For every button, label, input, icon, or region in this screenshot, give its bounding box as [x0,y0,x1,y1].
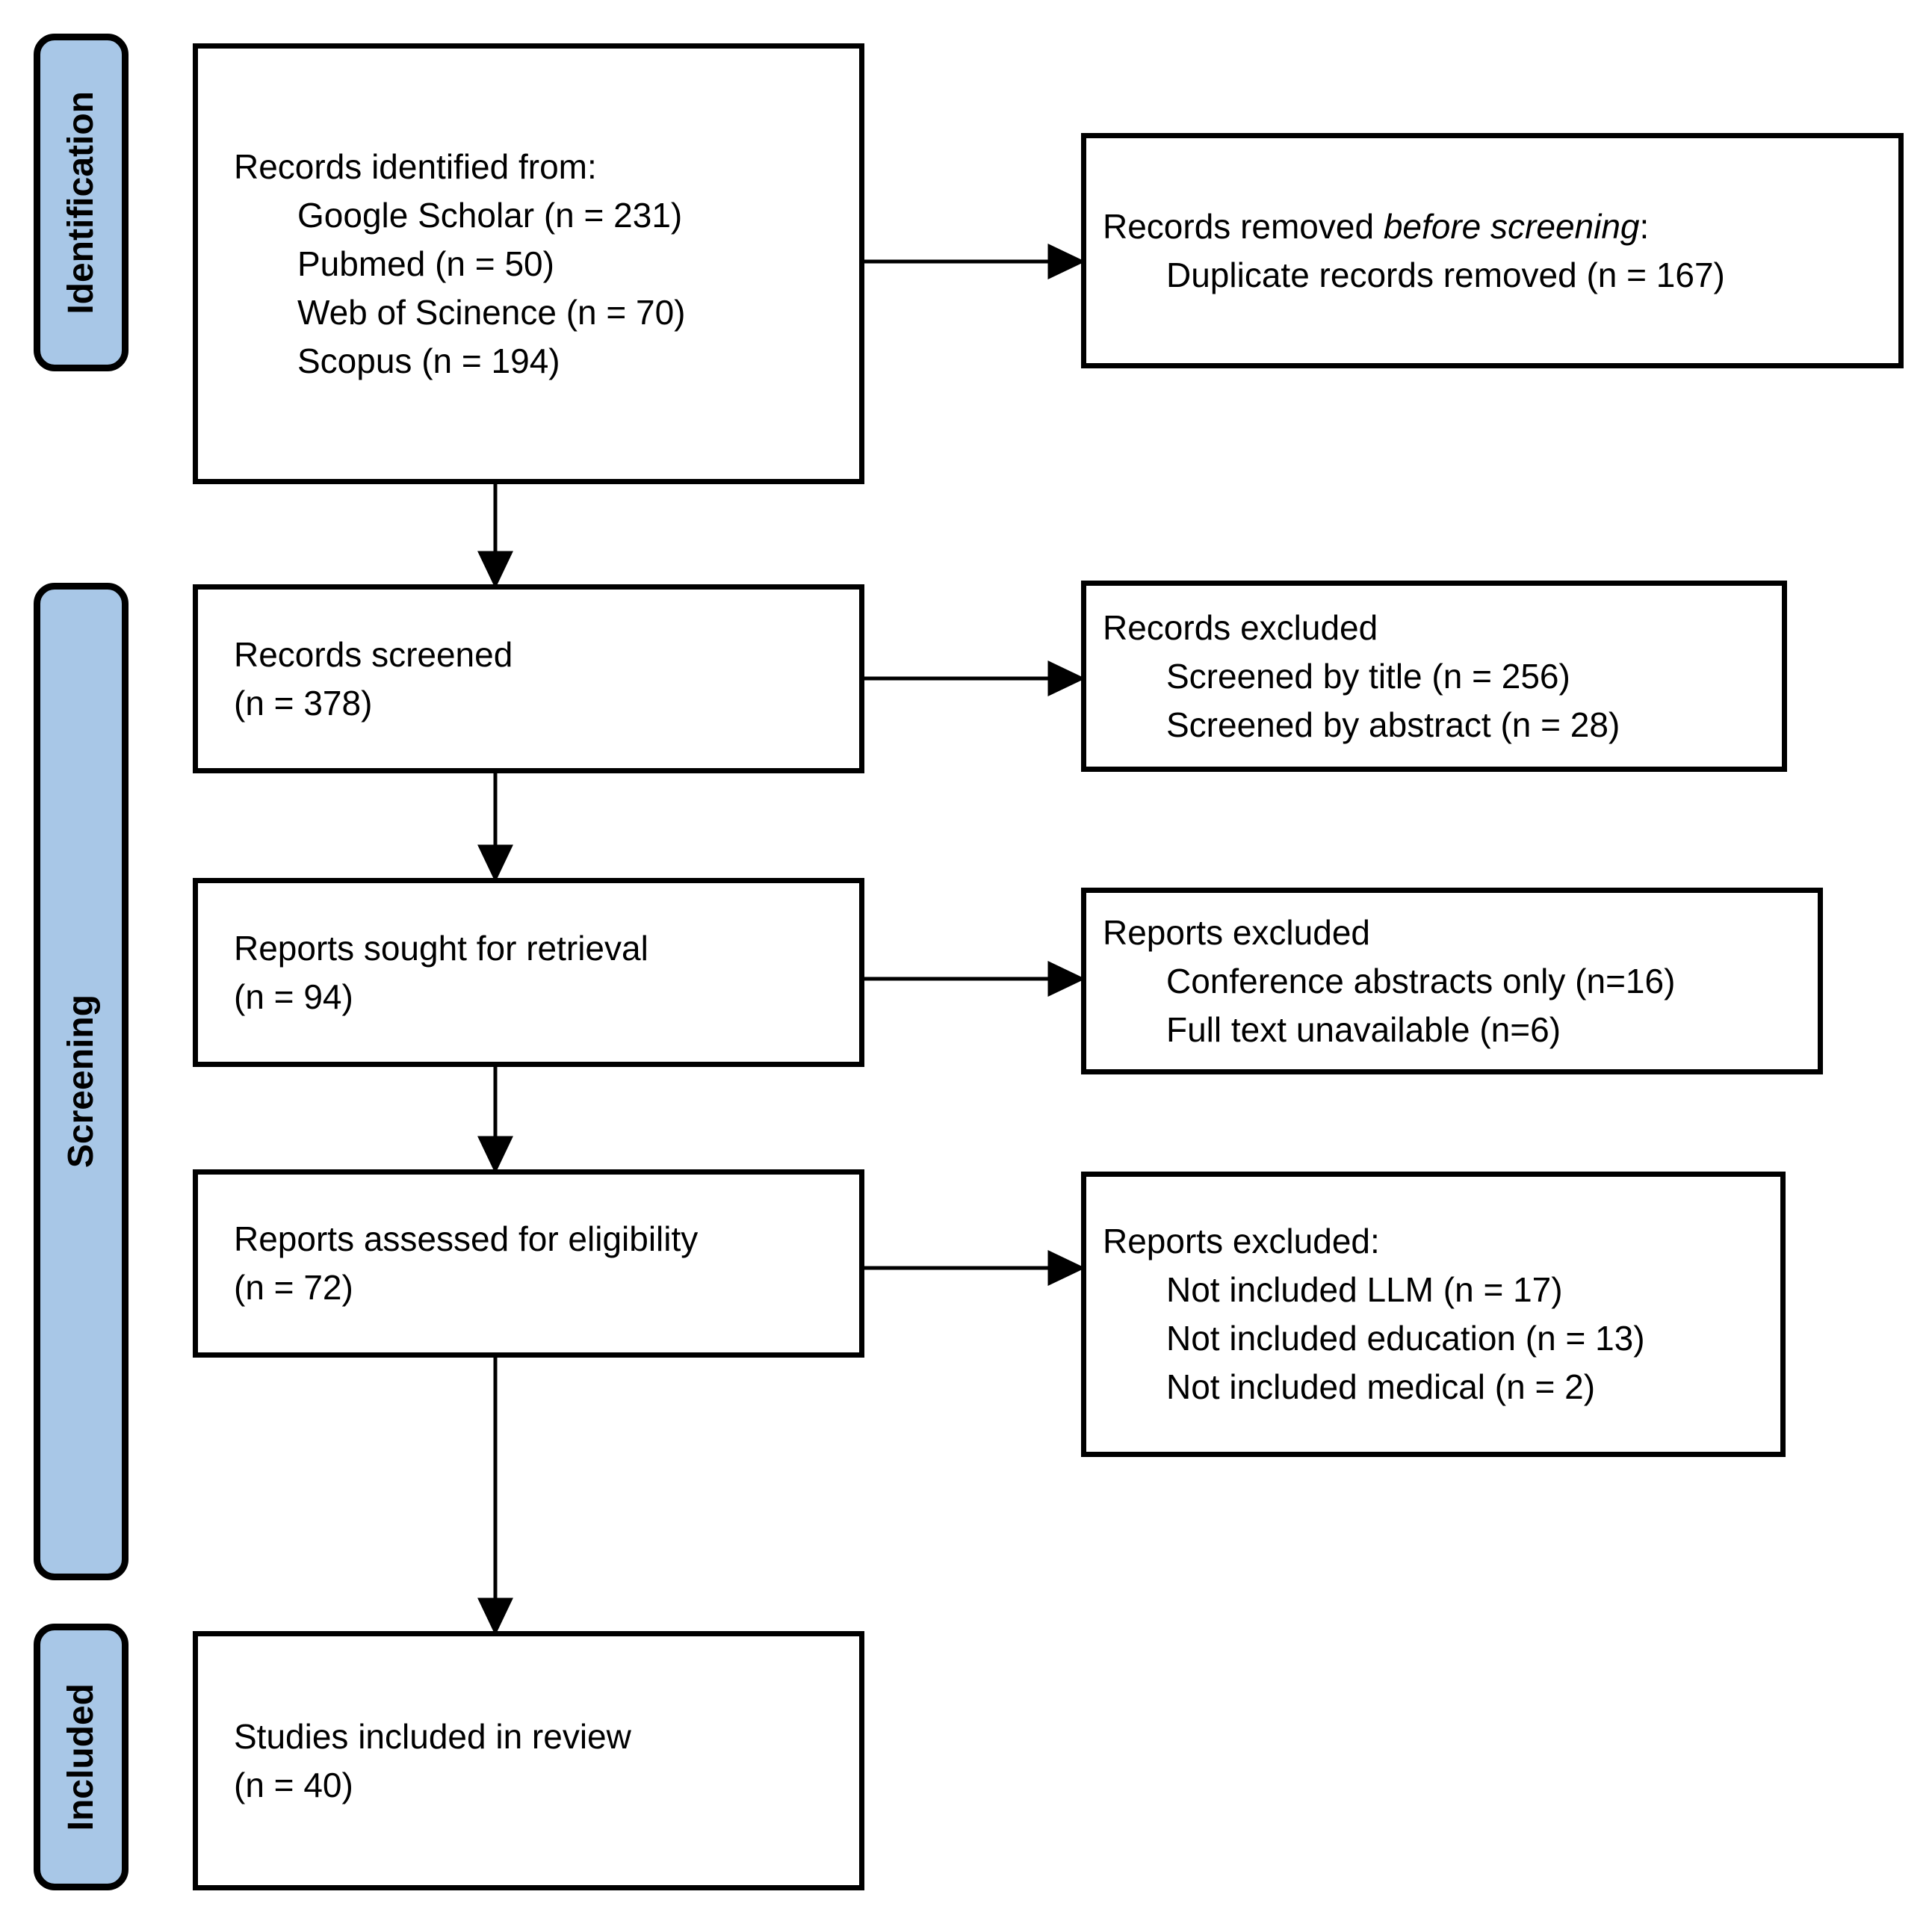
records-removed-title-prefix: Records removed [1103,206,1384,246]
records-screened-title: Records screened [234,634,513,674]
reports-excluded-not-education: Not included education (n = 13) [1166,1319,1645,1358]
records-removed-title-suffix: : [1639,206,1650,246]
records-screened-count: (n = 378) [234,683,373,723]
box-records-screened: Records screened (n = 378) [193,584,864,773]
records-identified-source-web-of-science: Web of Scinence (n = 70) [297,292,686,332]
arrowhead-sought-to-assessed [477,1136,513,1174]
reports-assessed-title: Reports assessed for eligibility [234,1219,699,1258]
reports-excluded-conference-abstracts: Conference abstracts only (n=16) [1166,961,1676,1000]
arrowhead-identified-to-removed [1047,244,1086,279]
arrowhead-screened-to-excluded [1047,661,1086,696]
arrowhead-identified-to-screened [477,551,513,589]
reports-sought-title: Reports sought for retrieval [234,928,648,968]
reports-sought-count: (n = 94) [234,977,353,1016]
reports-excluded-not-llm: Not included LLM (n = 17) [1166,1270,1563,1309]
reports-assessed-count: (n = 72) [234,1268,353,1307]
reports-excluded-not-medical: Not included medical (n = 2) [1166,1367,1596,1406]
records-identified-source-pubmed: Pubmed (n = 50) [297,244,554,283]
box-records-identified: Records identified from: Google Scholar … [193,43,864,484]
arrowhead-assessed-to-reports-excluded [1047,1250,1086,1286]
arrowhead-sought-to-reports-excluded [1047,961,1086,997]
stage-label-screening: Screening [61,994,101,1169]
records-identified-source-scopus: Scopus (n = 194) [297,341,560,380]
studies-included-count: (n = 40) [234,1765,353,1804]
reports-excluded-full-text-unavailable: Full text unavailable (n=6) [1166,1009,1561,1049]
studies-included-title: Studies included in review [234,1716,631,1756]
box-reports-excluded-eligibility: Reports excluded: Not included LLM (n = … [1081,1172,1786,1457]
stage-bar-screening: Screening [34,583,129,1580]
records-excluded-title: Records excluded [1103,607,1378,647]
stage-bar-included: Included [34,1624,129,1890]
records-removed-title-italic: before screening [1383,206,1640,246]
records-excluded-by-abstract: Screened by abstract (n = 28) [1166,705,1620,744]
box-studies-included: Studies included in review (n = 40) [193,1631,864,1890]
stage-label-identification: Identification [61,90,101,315]
records-identified-source-google-scholar: Google Scholar (n = 231) [297,195,683,235]
box-records-excluded: Records excluded Screened by title (n = … [1081,581,1787,772]
reports-excluded-retrieval-title: Reports excluded [1103,912,1370,952]
box-reports-sought: Reports sought for retrieval (n = 94) [193,878,864,1067]
stage-bar-identification: Identification [34,34,129,371]
arrowhead-screened-to-sought [477,844,513,882]
records-identified-title: Records identified from: [234,146,597,186]
records-removed-duplicates: Duplicate records removed (n = 167) [1166,255,1725,294]
records-removed-title: Records removed before screening: [1103,202,1725,251]
box-reports-excluded-retrieval: Reports excluded Conference abstracts on… [1081,888,1823,1074]
stage-label-included: Included [61,1683,101,1831]
arrowhead-assessed-to-included [477,1597,513,1636]
box-records-removed: Records removed before screening: Duplic… [1081,133,1904,368]
reports-excluded-eligibility-title: Reports excluded: [1103,1222,1380,1260]
box-reports-assessed: Reports assessed for eligibility (n = 72… [193,1169,864,1358]
records-excluded-by-title: Screened by title (n = 256) [1166,656,1570,696]
